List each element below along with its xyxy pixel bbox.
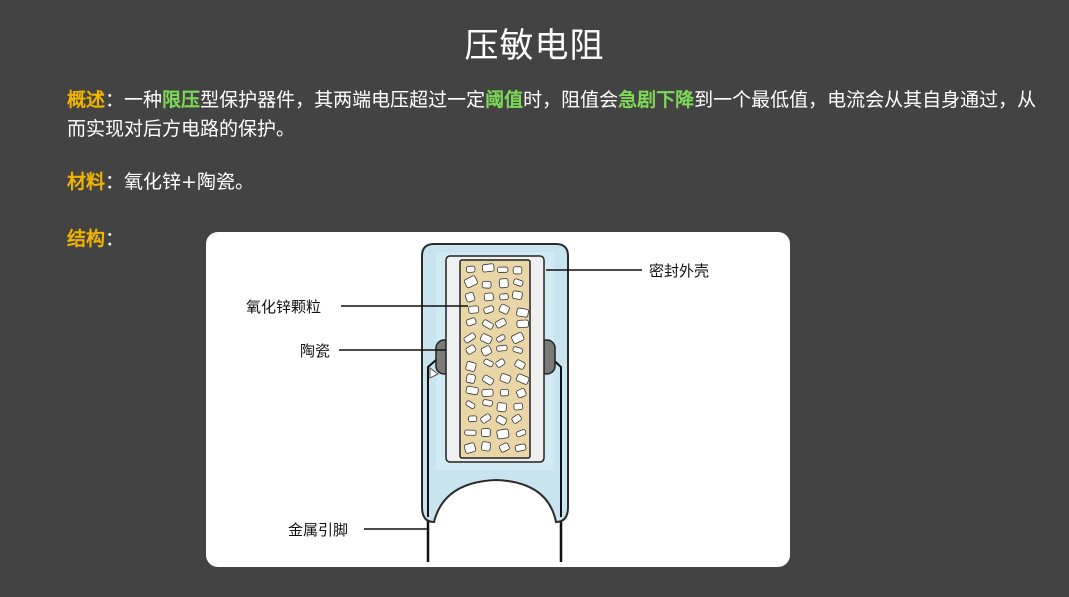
material-paragraph: 材料：氧化锌+陶瓷。	[67, 168, 254, 197]
zinc-oxide-grain	[514, 443, 527, 452]
label-zinc-oxide-grains: 氧化锌颗粒	[246, 298, 322, 316]
cursor-marker	[429, 367, 439, 379]
zinc-oxide-grain	[512, 266, 523, 275]
zinc-oxide-grain	[495, 358, 506, 368]
zinc-oxide-grain	[516, 388, 527, 399]
zinc-oxide-grain	[511, 332, 525, 344]
label-metal-leads: 金属引脚	[288, 521, 349, 539]
zinc-oxide-core	[459, 259, 531, 459]
zinc-oxide-grain	[511, 414, 522, 424]
zinc-oxide-grain	[496, 344, 508, 352]
zinc-oxide-grain	[468, 305, 480, 314]
zinc-oxide-grain	[483, 358, 494, 368]
zinc-oxide-grain	[499, 293, 509, 301]
zinc-oxide-grain	[481, 280, 492, 289]
zinc-oxide-grain	[513, 402, 524, 411]
zinc-oxide-grain	[463, 332, 476, 344]
zinc-oxide-grain	[463, 442, 477, 454]
zinc-oxide-grain	[512, 346, 524, 354]
overview-colon: ：	[105, 89, 125, 111]
zinc-oxide-grain	[516, 307, 529, 318]
zinc-oxide-grain	[481, 388, 494, 398]
structure-label: 结构	[67, 228, 106, 250]
zinc-oxide-grain	[465, 385, 479, 396]
overview-label: 概述	[67, 89, 106, 111]
zinc-oxide-grain	[514, 359, 526, 370]
keyword-threshold: 阈值	[485, 89, 524, 111]
zinc-oxide-grain	[516, 319, 529, 329]
zinc-oxide-grain	[496, 402, 507, 413]
zinc-oxide-grain	[483, 305, 495, 315]
zinc-oxide-grain	[499, 442, 510, 453]
zinc-oxide-grain	[482, 374, 495, 386]
zinc-oxide-grain	[498, 303, 510, 315]
label-sealed-shell: 密封外壳	[649, 262, 710, 280]
zinc-oxide-grain	[499, 373, 512, 384]
zinc-oxide-grain	[465, 361, 477, 372]
zinc-oxide-grain	[496, 334, 506, 343]
zinc-oxide-grain	[480, 333, 493, 345]
zinc-oxide-grain	[468, 415, 478, 423]
structure-colon: ：	[105, 228, 125, 250]
zinc-oxide-grain	[465, 344, 477, 355]
zinc-oxide-grain	[481, 263, 495, 273]
overview-text-4: 到一个最低值，电流会从其自身通过，从而实现对后方电路的保护。	[67, 89, 1037, 140]
material-label: 材料	[67, 171, 106, 193]
zinc-oxide-grain	[496, 428, 510, 440]
zinc-oxide-grain	[465, 400, 476, 409]
zinc-oxide-grain	[480, 413, 492, 424]
zinc-oxide-grain	[498, 278, 509, 289]
overview-text-1: 一种	[124, 89, 163, 111]
zinc-oxide-grain	[496, 266, 509, 273]
zinc-oxide-grain	[465, 373, 476, 384]
zinc-oxide-grain	[463, 275, 478, 289]
page-title: 压敏电阻	[464, 26, 605, 66]
zinc-oxide-grain	[483, 292, 494, 302]
material-colon: ：	[105, 171, 125, 193]
zinc-oxide-grain	[495, 415, 508, 426]
label-ceramic: 陶瓷	[300, 342, 331, 360]
overview-text-3: 时，阻值会	[523, 89, 619, 111]
zinc-oxide-grain	[481, 441, 492, 452]
zinc-oxide-grain	[515, 373, 530, 385]
structure-paragraph: 结构：	[67, 225, 124, 254]
zinc-oxide-grains	[463, 263, 530, 454]
varistor-diagram: 密封外壳 氧化锌颗粒 陶瓷 金属引脚	[206, 232, 790, 567]
zinc-oxide-grain	[480, 428, 491, 437]
zinc-oxide-grain	[480, 345, 493, 357]
zinc-oxide-grain	[464, 291, 476, 303]
overview-text-2: 型保护器件，其两端电压超过一定	[200, 89, 486, 111]
zinc-oxide-grain	[481, 319, 494, 330]
varistor-drawing	[339, 243, 642, 562]
zinc-oxide-grain	[495, 318, 507, 329]
zinc-oxide-grain	[513, 278, 524, 287]
zinc-oxide-grain	[515, 429, 527, 438]
zinc-oxide-grain	[465, 317, 477, 327]
overview-paragraph: 概述：一种限压型保护器件，其两端电压超过一定阈值时，阻值会急剧下降到一个最低值，…	[67, 86, 1042, 144]
keyword-voltage-limiting: 限压	[162, 89, 201, 111]
zinc-oxide-grain	[511, 290, 523, 300]
zinc-oxide-grain	[499, 388, 510, 397]
zinc-oxide-grain	[465, 265, 476, 273]
zinc-oxide-grain	[464, 429, 477, 436]
material-text: 氧化锌+陶瓷。	[124, 171, 254, 193]
zinc-oxide-grain	[482, 399, 493, 407]
keyword-sharp-drop: 急剧下降	[618, 89, 695, 111]
